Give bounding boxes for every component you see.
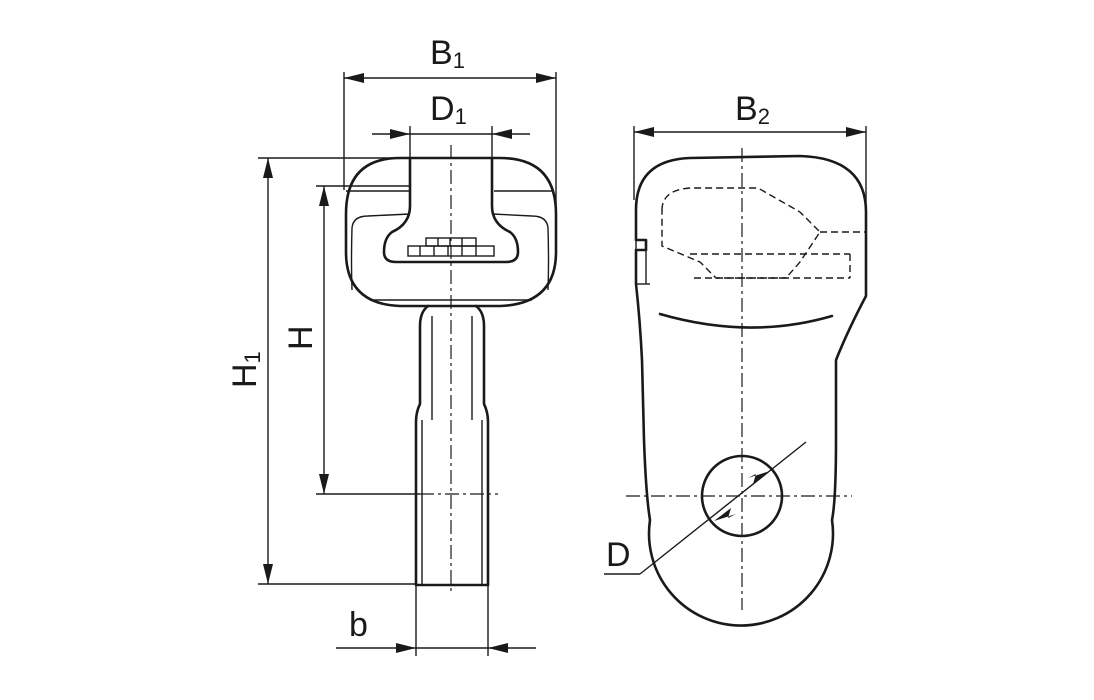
label-H: H (282, 325, 320, 350)
side-view (626, 148, 868, 627)
front-stem (414, 304, 490, 587)
front-slot (382, 156, 520, 264)
side-rib (658, 312, 834, 329)
side-hidden-cavity (661, 187, 821, 279)
label-D: D (606, 536, 631, 574)
front-head-outline (344, 156, 558, 308)
label-D1: D1 (430, 90, 467, 129)
dimension-lines (258, 72, 867, 656)
label-B2: B2 (735, 90, 770, 129)
label-B1: B1 (430, 34, 465, 73)
front-head-inner-contour (350, 213, 411, 291)
label-b: b (349, 606, 368, 644)
side-outline (634, 154, 868, 627)
label-H1: H1 (226, 351, 265, 388)
front-view (344, 145, 558, 595)
